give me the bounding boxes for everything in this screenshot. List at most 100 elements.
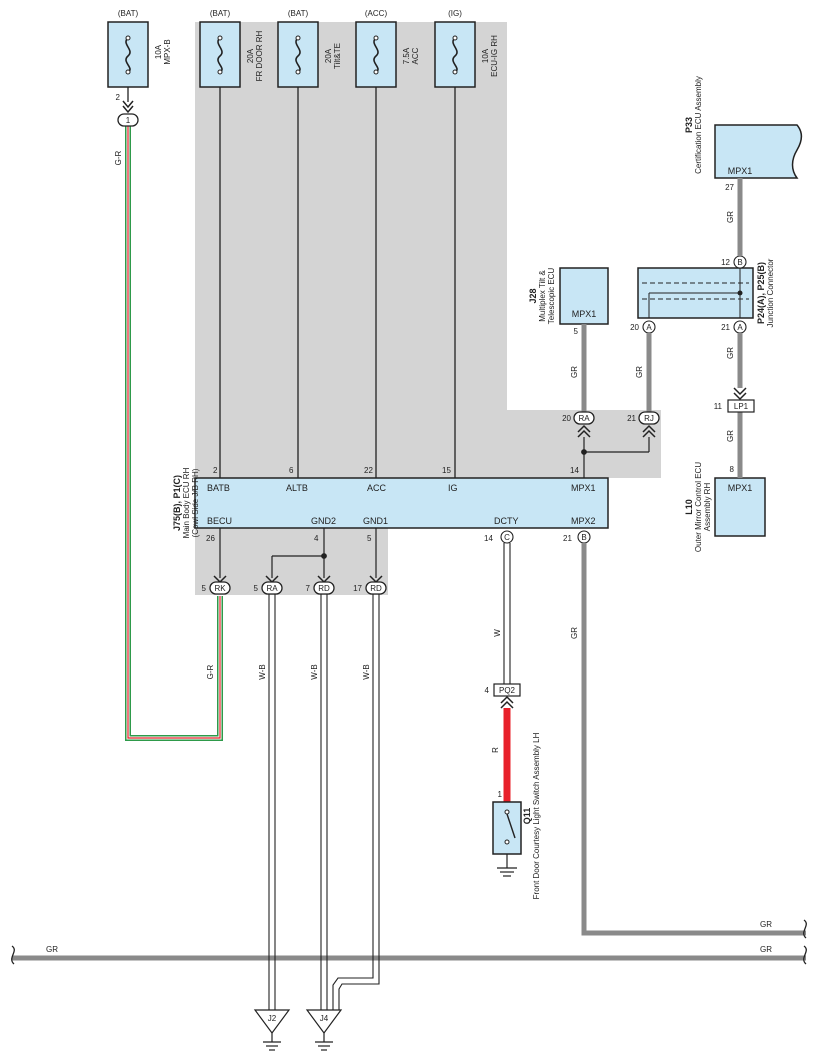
wire-color-label: W (493, 629, 502, 637)
fuse-source: (ACC) (365, 9, 388, 18)
wire-color-label: R (491, 747, 500, 753)
wire-color-label: W-B (310, 664, 319, 679)
pin-number: 14 (570, 466, 579, 475)
wire-color-label: GR (760, 945, 772, 954)
svg-text:RD: RD (370, 584, 382, 593)
pin-label: IG (448, 483, 458, 493)
chevron-up-icon (500, 700, 514, 709)
chevron-up-icon (577, 429, 591, 438)
svg-text:17: 17 (353, 584, 362, 593)
svg-text:A: A (646, 323, 652, 332)
wire-color-label: GR (726, 211, 735, 223)
fuse-source: (IG) (448, 9, 462, 18)
junction-connector: P24(A), P25(B) Junction Connector 12 20 … (630, 258, 775, 332)
ground-j4: J4 (305, 1009, 343, 1051)
pin-number: 21 (721, 323, 730, 332)
pin-number: 27 (725, 183, 734, 192)
wire-color-label: GR (726, 430, 735, 442)
pin-number: 12 (721, 258, 730, 267)
pin-number: 14 (484, 534, 493, 543)
svg-text:B: B (581, 533, 586, 542)
svg-text:11: 11 (714, 402, 723, 411)
pin-number: 6 (289, 466, 294, 475)
wire-color-label: G-R (206, 664, 215, 679)
svg-text:5: 5 (202, 584, 207, 593)
inline-connector-rd-2: RD 17 (353, 581, 387, 595)
fuse-name: FR DOOR RH (255, 30, 264, 81)
chevron-down-icon (122, 105, 134, 114)
wire-color-label: GR (635, 366, 644, 378)
pin-label: ACC (367, 483, 387, 493)
component-name: Main Body ECU RH (182, 467, 191, 538)
component-name: Assembly RH (703, 483, 712, 532)
wire-color-label: GR (570, 627, 579, 639)
component-name: Front Door Courtesy Light Switch Assembl… (532, 732, 541, 899)
svg-text:1: 1 (126, 116, 131, 125)
svg-text:4: 4 (485, 686, 490, 695)
fuse-name: ACC (411, 47, 420, 64)
component-code: J28 (528, 288, 538, 303)
pin-number: 2 (213, 466, 218, 475)
fuse-fr-door-rh: (BAT) 20A FR DOOR RH (199, 9, 264, 88)
chevron-up-icon (642, 424, 656, 433)
wire-w (503, 543, 511, 684)
pin-number: 8 (730, 465, 735, 474)
wire-w-b (268, 594, 380, 1010)
svg-text:C: C (504, 533, 510, 542)
inline-connector-ra-top: RA 20 (562, 411, 595, 425)
component-name: Certification ECU Assembly (694, 76, 703, 174)
svg-text:J4: J4 (320, 1014, 329, 1023)
fuse-ecu-ig-rh: (IG) 10A ECU-IG RH (434, 9, 499, 88)
q11-switch: Q11 Front Door Courtesy Light Switch Ass… (492, 732, 541, 899)
fuse-rating: 10A (154, 44, 163, 59)
svg-text:7: 7 (306, 584, 311, 593)
pin-label: ALTB (286, 483, 308, 493)
component-code: P33 (684, 117, 694, 133)
fuse-tilt-te: (BAT) 20A Tilt&TE (277, 9, 342, 88)
chevron-down-icon (733, 392, 747, 401)
inline-connector-1: 1 (117, 113, 139, 127)
chevron-up-icon (642, 429, 656, 438)
wire-color-label: W-B (362, 664, 371, 679)
splice-mpx1 (581, 437, 650, 478)
chevron-down-icon (733, 387, 747, 396)
wire-color-label: W-B (258, 664, 267, 679)
svg-text:PQ2: PQ2 (499, 686, 516, 695)
component-code: J75(B), P1(C) (172, 475, 182, 531)
ecu-bottom-wires (219, 528, 377, 578)
svg-text:RK: RK (214, 584, 226, 593)
wire-color-label: GR (726, 347, 735, 359)
svg-text:RD: RD (318, 584, 330, 593)
component-code: Q11 (522, 808, 532, 825)
wire-break-icon (803, 919, 807, 939)
pin-number: 5 (574, 327, 579, 336)
pin-label: BATB (207, 483, 230, 493)
fuse-rating: 10A (481, 48, 490, 63)
pin-number: 15 (442, 466, 451, 475)
pin-label: BECU (207, 516, 232, 526)
fuse-source: (BAT) (288, 9, 309, 18)
inline-connector-ra-bottom: RA 5 (254, 581, 283, 595)
fuse-rating: 20A (246, 48, 255, 63)
pin-label: MPX1 (571, 483, 596, 493)
inline-connector-lp1: LP1 11 (714, 399, 755, 413)
inline-connector-rj-top: RJ 21 (627, 411, 660, 425)
svg-text:21: 21 (627, 414, 636, 423)
fuse-name: Tilt&TE (333, 43, 342, 69)
component-name: Multiplex Tilt & (538, 270, 547, 322)
wire-color-label: GR (570, 366, 579, 378)
connector-c (500, 530, 514, 544)
svg-text:RJ: RJ (644, 414, 654, 423)
wire-color-label: GR (760, 920, 772, 929)
component-name: Outer Mirror Control ECU (694, 462, 703, 552)
fuse-source: (BAT) (210, 9, 231, 18)
pin-number: 4 (314, 534, 319, 543)
j28-ecu: MPX1 J28 Multiplex Tilt & Telescopic ECU… (528, 267, 609, 336)
pin-label: MPX2 (571, 516, 596, 526)
chevron-down-icon (122, 100, 134, 109)
main-body-ecu: J75(B), P1(C) Main Body ECU RH (Cowl Sid… (172, 466, 609, 543)
pin-label: MPX1 (572, 309, 597, 319)
component-sub: (Cowl Side J/B RH) (191, 468, 200, 537)
wire-break-icon (11, 945, 15, 965)
